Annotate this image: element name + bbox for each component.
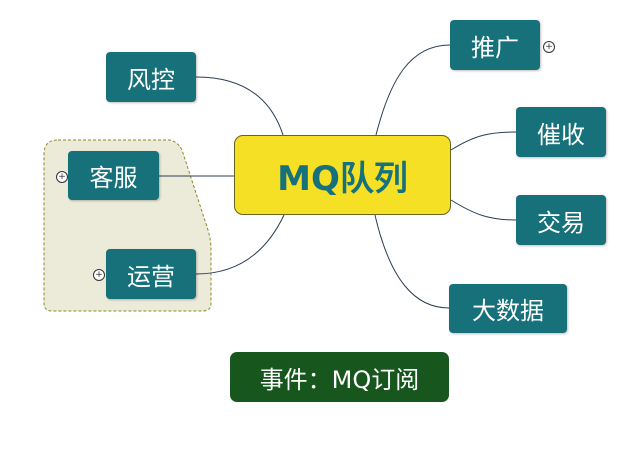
expand-icon[interactable]: + [56,171,68,183]
connector-tuiguang [375,44,451,136]
topic-tuiguang[interactable]: 推广 [450,20,540,70]
connector-cuishou [450,131,517,151]
topic-jiaoyi[interactable]: 交易 [516,195,606,245]
connector-fengkong [195,76,284,136]
topic-kefu[interactable]: 客服 [68,151,159,200]
connector-dashuju [374,214,450,309]
expand-icon[interactable]: + [543,41,555,53]
expand-icon[interactable]: + [93,269,105,281]
connector-jiaoyi [450,199,517,221]
event-label[interactable]: 事件：MQ订阅 [230,352,449,402]
topic-fengkong[interactable]: 风控 [106,52,196,102]
connector-yunying [195,214,285,275]
topic-dashuju[interactable]: 大数据 [449,284,567,333]
topic-yunying[interactable]: 运营 [106,249,196,299]
topic-cuishou[interactable]: 催收 [516,107,606,157]
central-topic[interactable]: MQ队列 [234,135,451,215]
